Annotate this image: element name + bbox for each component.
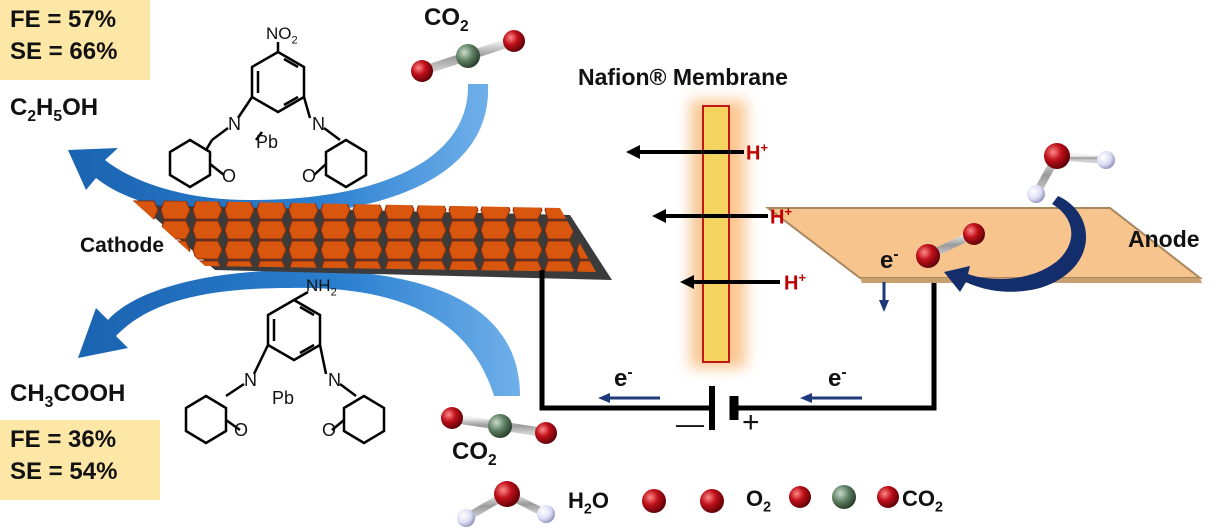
membrane-label: Nafion® Membrane (578, 64, 788, 90)
proton-label-2: H+ (770, 204, 793, 229)
cathode-plate (132, 200, 612, 280)
top-efficiency-box: FE = 57% SE = 66% (0, 0, 150, 80)
electron-label-circuit-left: e- (614, 364, 633, 392)
top-se-value: SE = 66% (10, 38, 118, 65)
catalyst-top-substituent: NO2 (266, 24, 298, 47)
bottom-efficiency-box: FE = 36% SE = 54% (0, 420, 160, 500)
nafion-membrane (702, 105, 730, 363)
catalyst-bottom-n-left: N (244, 370, 257, 390)
anode-label: Anode (1128, 226, 1200, 252)
catalyst-top-o-right: O (302, 166, 317, 186)
co2-top-label: CO2 (424, 4, 469, 35)
bottom-fe-value: FE = 36% (10, 426, 117, 453)
electron-arrows (598, 282, 889, 403)
electron-label-circuit-right: e- (828, 364, 847, 392)
proton-arrows (626, 145, 780, 289)
co2-molecule-top (411, 30, 525, 82)
catalyst-bottom-o-left: O (234, 420, 249, 440)
catalyst-bottom-n-right: N (328, 370, 341, 390)
bottom-se-value: SE = 54% (10, 458, 118, 485)
catalyst-structure-top (168, 42, 368, 189)
co2-molecule-bottom (441, 407, 557, 444)
legend-co2-label: CO2 (902, 486, 943, 516)
battery-plus-sign: + (742, 406, 760, 439)
water-molecule-anode (1027, 143, 1115, 203)
flow-arrow-bottom (78, 269, 520, 396)
external-circuit (539, 270, 937, 411)
catalyst-top-n-left: N (228, 114, 241, 134)
anode-return-arrow (944, 196, 1087, 292)
legend-oxygen-label: O2 (746, 486, 772, 516)
flow-arrow-top (68, 84, 489, 217)
legend-co2-molecule (789, 485, 899, 509)
cathode-label: Cathode (80, 234, 164, 257)
catalyst-top-n-right: N (312, 114, 325, 134)
battery-icon (709, 386, 739, 430)
legend-water-label: H2O (568, 488, 609, 518)
battery-minus-sign: — (676, 408, 704, 439)
catalyst-bottom-o-right: O (322, 420, 337, 440)
catalyst-top-metal: Pb (256, 132, 279, 152)
catalyst-top-o-left: O (222, 166, 237, 186)
catalyst-bottom-metal: Pb (272, 388, 295, 408)
oxygen-molecule-anode (916, 223, 985, 268)
ethanol-label: C2H5OH (10, 94, 99, 125)
legend-oxygen-molecule (642, 489, 724, 513)
catalyst-structure-bottom (184, 290, 386, 445)
co2-bottom-label: CO2 (452, 438, 497, 469)
proton-label-1: H+ (746, 140, 769, 165)
electron-label-anode: e- (880, 246, 899, 274)
top-fe-value: FE = 57% (10, 6, 117, 33)
proton-label-3: H+ (784, 270, 807, 295)
catalyst-bottom-substituent: NH2 (306, 276, 337, 299)
acetic-acid-label: CH3COOH (10, 380, 126, 411)
legend-water-molecule (457, 481, 555, 527)
